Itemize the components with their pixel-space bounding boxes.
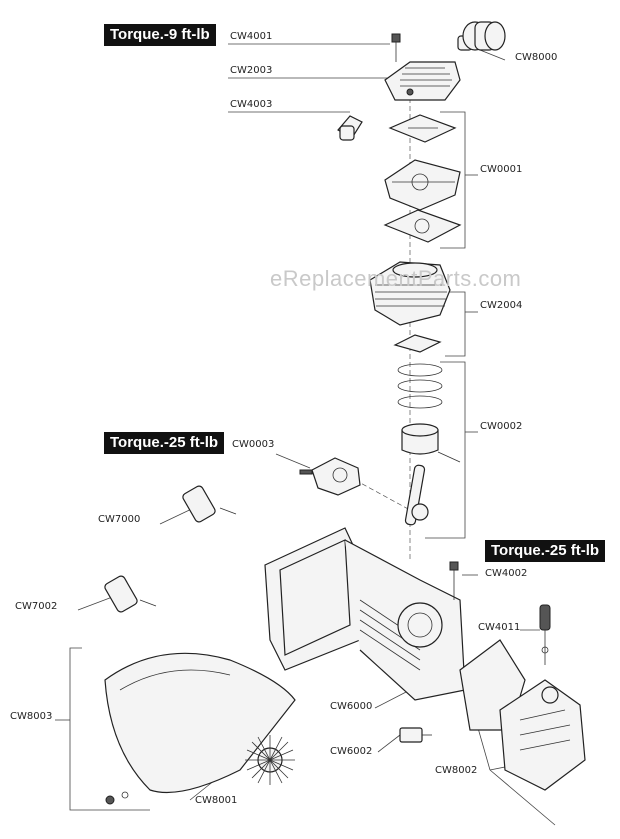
part-label-cw8002: CW8002 — [435, 765, 478, 776]
end-cover-cw8002 — [459, 639, 586, 791]
part-label-cw7002: CW7002 — [15, 601, 58, 612]
part-label-cw0001: CW0001 — [480, 164, 523, 175]
torque-label-eccentric: Torque.-25 ft-lb — [104, 432, 225, 454]
motor-crankcase-cw6000 — [264, 527, 466, 701]
dipstick-cw4011 — [539, 604, 551, 665]
bolt-cw4001 — [391, 33, 401, 62]
elbow-fitting-cw4003 — [337, 115, 363, 141]
torque-label-crankcase: Torque.-25 ft-lb — [485, 540, 606, 562]
part-label-cw8003: CW8003 — [10, 711, 53, 722]
cylinder-head-cw2003 — [384, 61, 461, 101]
air-filter-cw8000 — [457, 21, 506, 51]
piston-assembly-cw0002 — [397, 363, 461, 526]
cylinder-cw2004 — [369, 261, 451, 353]
part-label-cw2004: CW2004 — [480, 300, 523, 311]
fan-shroud-cw8003 — [104, 652, 296, 805]
rubber-foot-cw7000 — [182, 485, 237, 523]
part-label-cw4003: CW4003 — [230, 99, 273, 110]
part-label-cw4002: CW4002 — [485, 568, 528, 579]
part-label-cw8000: CW8000 — [515, 52, 558, 63]
watermark-text: eReplacementParts.com — [270, 266, 522, 291]
part-label-cw8001: CW8001 — [195, 795, 238, 806]
part-label-cw4011: CW4011 — [478, 622, 521, 633]
eccentric-cw0003 — [299, 457, 361, 496]
part-label-cw2003: CW2003 — [230, 65, 273, 76]
part-label-cw0003: CW0003 — [232, 439, 275, 450]
part-label-cw4001: CW4001 — [230, 31, 273, 42]
part-label-cw0002: CW0002 — [480, 421, 523, 432]
fan-cw8001 — [245, 735, 295, 785]
part-label-cw6000: CW6000 — [330, 701, 373, 712]
switch-cw6002 — [399, 727, 432, 743]
torque-label-head: Torque.-9 ft-lb — [104, 24, 216, 46]
rubber-foot-cw7002 — [104, 575, 157, 613]
part-label-cw7000: CW7000 — [98, 514, 141, 525]
part-label-cw6002: CW6002 — [330, 746, 373, 757]
valve-plate-assembly-cw0001 — [383, 114, 462, 243]
